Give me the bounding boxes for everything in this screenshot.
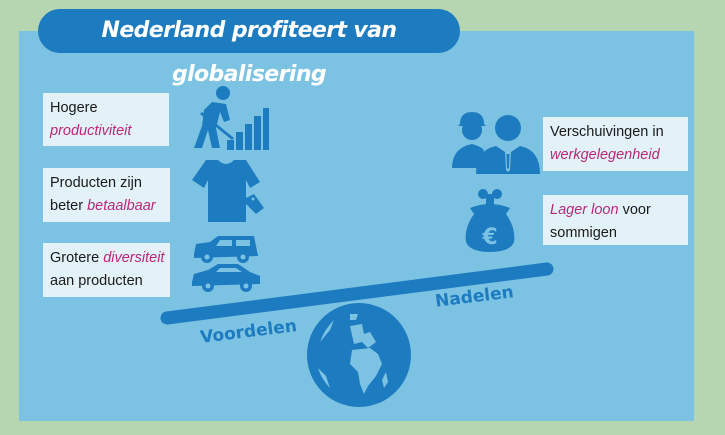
- workers-icon: [452, 112, 540, 174]
- cars-icon: [192, 236, 260, 292]
- disadvantage-box-employment: Verschuivingen in werkgelegenheid: [543, 117, 688, 171]
- box-highlight: diversiteit: [103, 250, 165, 266]
- box-text: Verschuivingen in: [550, 124, 664, 140]
- box-text: Grotere: [50, 250, 100, 266]
- svg-text:€: €: [481, 225, 497, 250]
- box-text: voor sommigen: [550, 202, 651, 241]
- advantage-box-diversity: Grotere diversiteit aan producten: [43, 243, 170, 297]
- box-text: Hogere: [50, 100, 98, 116]
- box-highlight: werkgelegenheid: [550, 147, 660, 163]
- page-title: Nederland profiteert van globalisering: [38, 9, 460, 87]
- globe-icon: [307, 303, 411, 407]
- tshirt-price-tag-icon: [192, 160, 264, 222]
- box-highlight: betaalbaar: [87, 198, 156, 214]
- euro-purse-icon: €: [465, 189, 515, 252]
- seesaw-beam: [160, 262, 554, 325]
- box-highlight: Lager loon: [550, 202, 619, 218]
- worker-chart-icon: [194, 86, 269, 150]
- box-text-after: aan producten: [50, 273, 143, 289]
- box-text: Producten zijn beter: [50, 175, 142, 214]
- disadvantage-box-wages: Lager loon voor sommigen: [543, 195, 688, 245]
- advantage-box-productivity: Hogere productiviteit: [43, 93, 169, 146]
- advantage-box-affordability: Producten zijn beter betaalbaar: [43, 168, 170, 222]
- box-highlight: productiviteit: [50, 123, 132, 139]
